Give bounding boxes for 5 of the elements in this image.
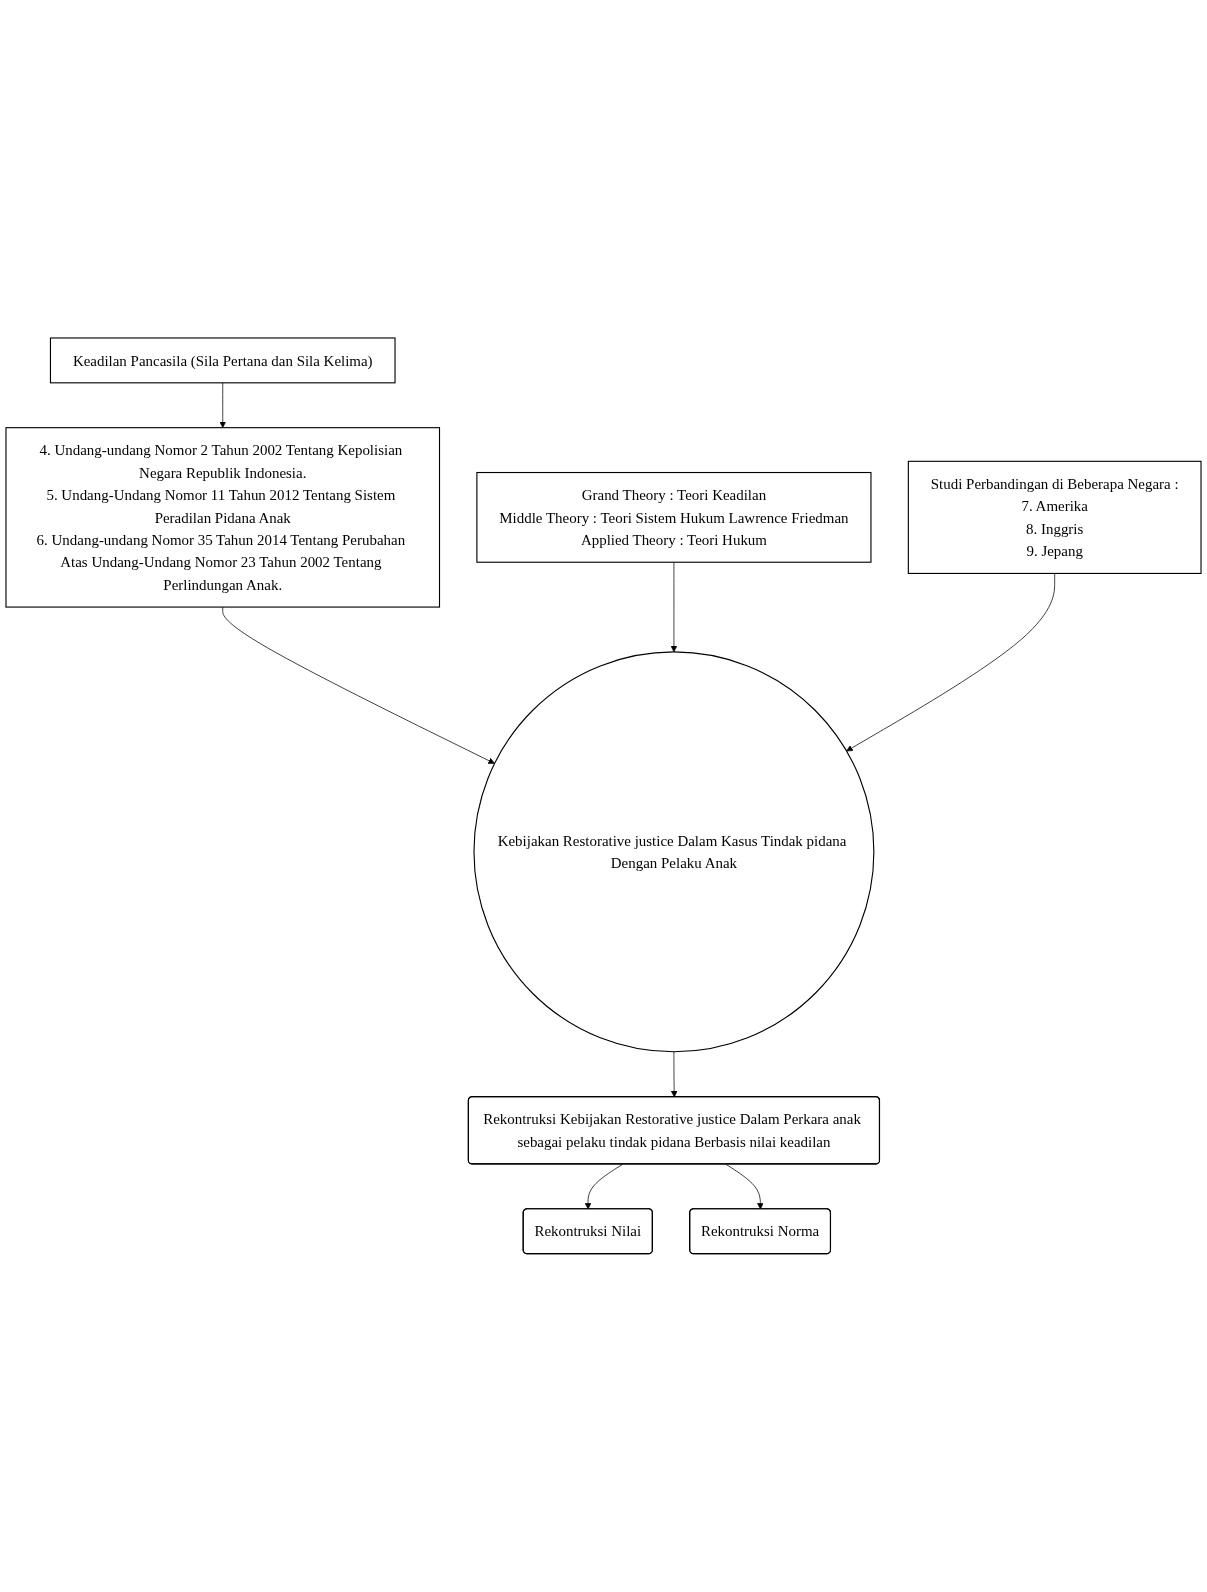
node-box: Keadilan Pancasila (Sila Pertana dan Sila Kelima) xyxy=(49,337,396,384)
node-box: 4. Undang-undang Nomor 2 Tahun 2002 Tentang Kepolisian Negara Republik Indonesia. 5. Undang-Undang Nomor 11 Tahun 2012 Tentang Sistem Peradilan Pidana Anak 6. Undang-undang Nomor 35 Tahun 2014 Tentang Perubahan Atas Undang-Undang Nomor 23 Tahun 2002 Tentang Perlindungan Anak. xyxy=(5,427,441,608)
node-circle: Kebijakan Restorative justice Dalam Kasus Tindak pidana Dengan Pelaku Anak xyxy=(473,651,875,1053)
node-box: Grand Theory : Teori Keadilan Middle Theory : Teori Sistem Hukum Lawrence Friedman Applied Theory : Teori Hukum xyxy=(476,472,872,563)
node-box: Studi Perbandingan di Beberapa Negara : 7. Amerika 8. Inggris 9. Jepang xyxy=(907,460,1202,575)
